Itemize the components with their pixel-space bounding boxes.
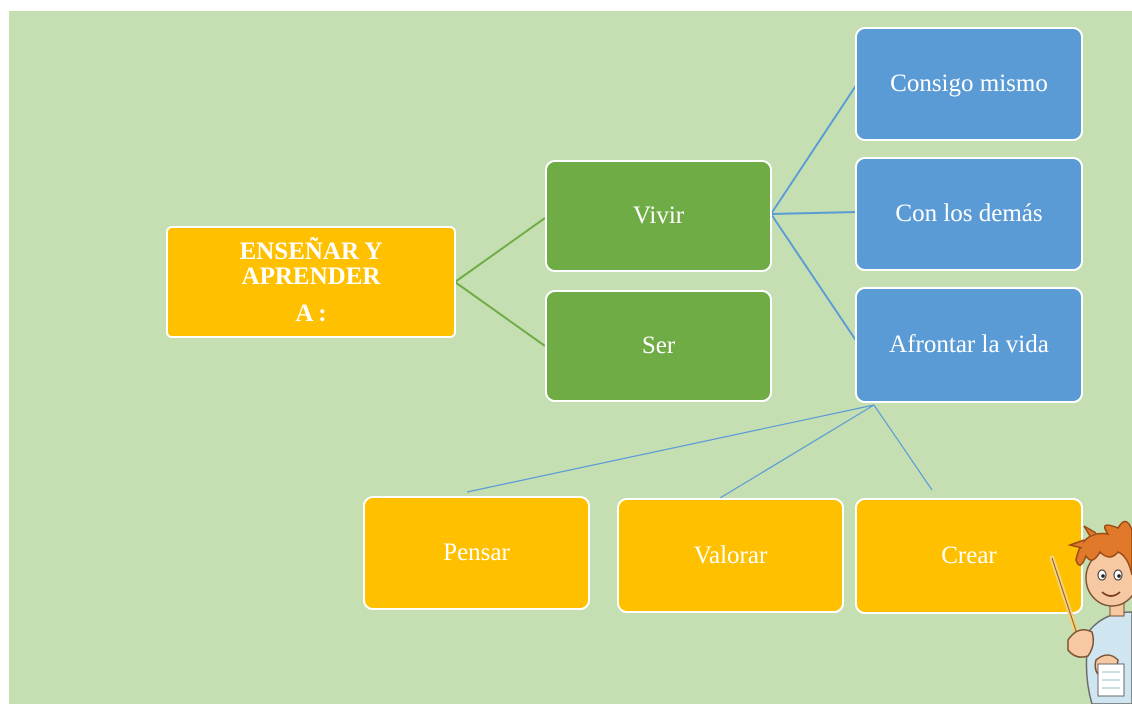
node-vivir: Vivir (545, 160, 772, 272)
node-consigo-mismo: Consigo mismo (855, 27, 1083, 141)
link-root-vivir (454, 217, 546, 283)
node-afrontar-la-vida: Afrontar la vida (855, 287, 1083, 403)
link-afrontar-valorar (719, 404, 875, 499)
link-root-ser (454, 281, 546, 347)
node-crear: Crear (855, 498, 1083, 614)
node-con-los-demas-label: Con los demás (895, 200, 1043, 227)
node-vivir-label: Vivir (632, 202, 685, 229)
node-pensar: Pensar (363, 496, 590, 610)
node-ser-label: Ser (641, 332, 676, 359)
node-valorar-label: Valorar (693, 541, 768, 569)
link-vivir-demas (770, 211, 858, 215)
node-pensar-label: Pensar (443, 539, 510, 566)
node-valorar: Valorar (617, 498, 844, 613)
node-afrontar-la-vida-label: Afrontar la vida (889, 331, 1049, 358)
node-con-los-demas: Con los demás (855, 157, 1083, 271)
root-line-2: APRENDER (241, 262, 381, 290)
node-ser: Ser (545, 290, 772, 402)
node-crear-label: Crear (941, 542, 997, 569)
node-consigo-mismo-label: Consigo mismo (890, 70, 1048, 97)
root-line-3: A : (295, 299, 327, 327)
link-afrontar-pensar (466, 404, 875, 493)
link-vivir-consigo (770, 83, 858, 215)
link-vivir-afrontar (770, 213, 858, 343)
root-node: ENSEÑAR Y APRENDER A : (166, 226, 456, 338)
link-afrontar-crear (873, 404, 933, 491)
root-line-1: ENSEÑAR Y (239, 237, 383, 265)
